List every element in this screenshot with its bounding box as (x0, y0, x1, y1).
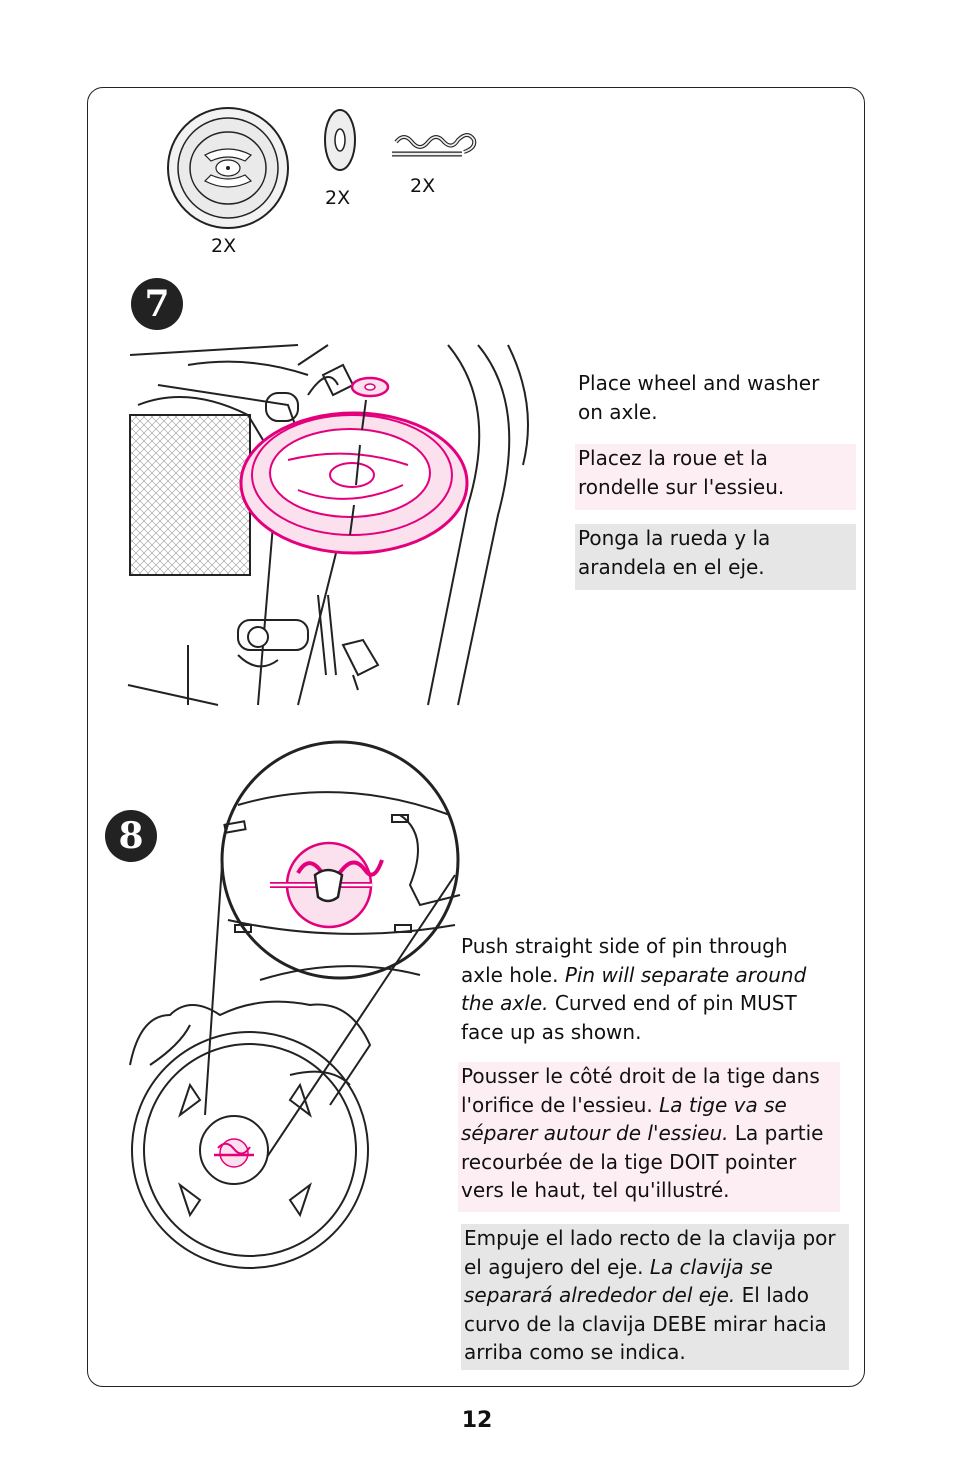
step-8-english-italic: Pin will separate around the axle. (461, 962, 807, 1016)
wheel-quantity: 2X (211, 235, 237, 257)
step-7-english-text: Place wheel and washer on axle. (578, 371, 820, 424)
step-8-number: 8 (105, 810, 157, 862)
step-8-spanish-part2: El lado curvo de la clavija DEBE mirar h… (464, 1283, 827, 1364)
step-8-english-part2: Curved end of pin MUST face up as shown. (461, 991, 797, 1044)
washer-quantity: 2X (325, 187, 351, 209)
step-8-spanish-text: Empuje el lado recto de la clavija por e… (461, 1224, 849, 1370)
step-7-illustration (127, 344, 529, 706)
step-8-french-text: Pousser le côté droit de la tige dans l'… (458, 1062, 840, 1212)
pin-quantity: 2X (410, 175, 436, 197)
page-frame (87, 87, 865, 1387)
step-8-spanish-part1: Empuje el lado recto de la clavija por e… (464, 1226, 836, 1279)
step-7-spanish-text: Ponga la rueda y la arandela en el eje. (575, 524, 856, 590)
wheel-part-illustration (167, 107, 289, 229)
step-8-english-part1: Push straight side of pin through axle h… (461, 934, 788, 987)
step-8-english-text: Push straight side of pin through axle h… (458, 932, 838, 1046)
step-8-french-part1: Pousser le côté droit de la tige dans l'… (461, 1064, 820, 1117)
hairpin-part-illustration (392, 133, 477, 157)
step-7-french-text: Placez la roue et la rondelle sur l'essi… (575, 444, 856, 510)
step-8-french-italic: La tige va se séparer autour de l'essieu… (461, 1092, 787, 1146)
page-number: 12 (461, 1408, 493, 1433)
washer-part-illustration (324, 109, 356, 171)
step-8-illustration (129, 740, 461, 1269)
step-8-french-part2: La partie recourbée de la tige DOIT poin… (461, 1121, 824, 1202)
step-8-spanish-italic: La clavija se separará alrededor del eje… (464, 1254, 773, 1308)
step-7-number: 7 (131, 278, 183, 330)
